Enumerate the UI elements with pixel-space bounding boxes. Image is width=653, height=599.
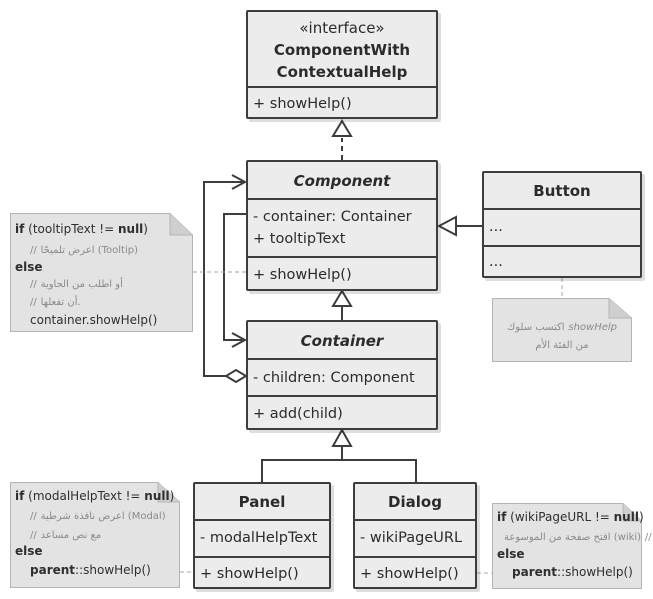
class-component-name: Component [293,172,391,190]
note-button-code: showHelp [568,322,618,333]
note-panel-call: ::showHelp() [75,563,151,577]
note-button-text-1: اكتسب سلوك [506,322,565,333]
note-component-comment-2: // [30,279,37,290]
class-component: Component - container: Container + toolt… [246,160,438,291]
note-dialog-if: if [497,510,507,524]
note-dialog-call: ::showHelp() [557,565,633,579]
note-panel-cond-b: ) [169,489,175,503]
class-container: Container - children: Component + add(ch… [246,320,438,430]
association-line-container [223,213,246,341]
note-component-cond-a: (tooltipText != [24,222,118,236]
note-dialog-text-1: افتح صفحة من الموسوعة (wiki) [504,532,642,543]
note-panel-cond-a: (modalHelpText != [24,489,145,503]
note-component-null: null [117,222,144,236]
container-method-add: + add(child) [253,406,343,422]
note-panel-null: null [144,489,170,503]
note-shape [10,482,180,588]
note-dialog-null: null [613,510,639,524]
association-arrow-container [231,332,248,348]
note-dialog-parent: parent [512,565,558,579]
note-shape [10,213,193,332]
note-component-showhelp: if (tooltipText != null) // اعرض تلميحًا… [10,213,193,332]
panel-field-modalhelptext: - modalHelpText [200,530,318,546]
class-button-name: Button [533,182,591,200]
component-field-container: - container: Container [253,209,412,225]
aggregation-line-children [203,181,244,377]
note-panel-if: if [15,489,25,503]
inheritance-arrowhead-button [436,215,457,237]
note-component-comment-1: // [30,245,37,256]
note-component-text-1: اعرض تلميحًا (Tooltip) [40,245,138,256]
interface-stereotype: «interface» [299,19,385,37]
button-methods-ellipsis: ... [489,254,503,270]
interface-component-with-contextual-help: «interface» ComponentWith ContextualHelp… [246,10,438,119]
note-button-inherits: اكتسب سلوك showHelp من الفئة الأم [492,298,632,362]
dialog-field-wikipageurl: - wikiPageURL [360,530,463,546]
note-panel-comment-1: // [30,511,37,522]
class-container-name: Container [300,332,384,350]
note-panel-text-2: مع نص مساعد [40,530,102,541]
note-component-call: container.showHelp() [30,313,158,327]
note-panel-comment-2: // [30,530,37,541]
aggregation-arrow-children [231,174,248,190]
note-shape [492,298,632,362]
note-panel-parent: parent [30,563,76,577]
note-component-text-3: أن تفعلها. [40,297,81,308]
aggregation-diamond [224,368,248,384]
class-dialog-name: Dialog [388,493,442,511]
button-fields-ellipsis: ... [489,219,503,235]
class-dialog: Dialog - wikiPageURL + showHelp() [353,482,477,589]
note-component-cond-b: ) [143,222,148,236]
interface-name-line2: ContextualHelp [276,63,408,81]
inheritance-arrowhead-container [331,289,353,307]
note-dialog-comment-1: // [644,532,652,543]
inheritance-tree-leaves [261,446,417,482]
component-field-tooltiptext: + tooltipText [253,231,346,247]
note-button-text-2: من الفئة الأم [535,340,589,351]
panel-method-showhelp: + showHelp() [200,566,299,582]
note-panel-showhelp: if (modalHelpText != null) // اعرض نافذة… [10,482,180,588]
interface-name-line1: ComponentWith [273,41,411,59]
note-component-else: else [15,260,43,274]
note-dialog-cond-a: (wikiPageURL != [506,510,614,524]
note-panel-text-1: اعرض نافذة شرطية (Modal) [40,511,166,522]
note-component-if: if [15,222,25,236]
inheritance-arrowhead-leaves [331,427,353,447]
interface-method-showhelp: + showHelp() [253,96,352,112]
realization-arrowhead [331,119,353,137]
note-dialog-cond-b: ) [638,510,644,524]
note-dialog-else: else [497,547,525,561]
note-panel-else: else [15,544,43,558]
dialog-method-showhelp: + showHelp() [360,566,459,582]
note-dialog-showhelp: if (wikiPageURL != null) افتح صفحة من ال… [492,503,652,589]
note-component-text-2: أو اطلب من الحاوية [40,279,123,290]
class-panel: Panel - modalHelpText + showHelp() [193,482,331,589]
class-button: Button ... ... [482,171,642,278]
note-component-comment-3: // [30,297,37,308]
class-panel-name: Panel [238,493,286,511]
component-method-showhelp: + showHelp() [253,267,352,283]
container-field-children: - children: Component [253,370,415,386]
note-shape [492,503,642,589]
